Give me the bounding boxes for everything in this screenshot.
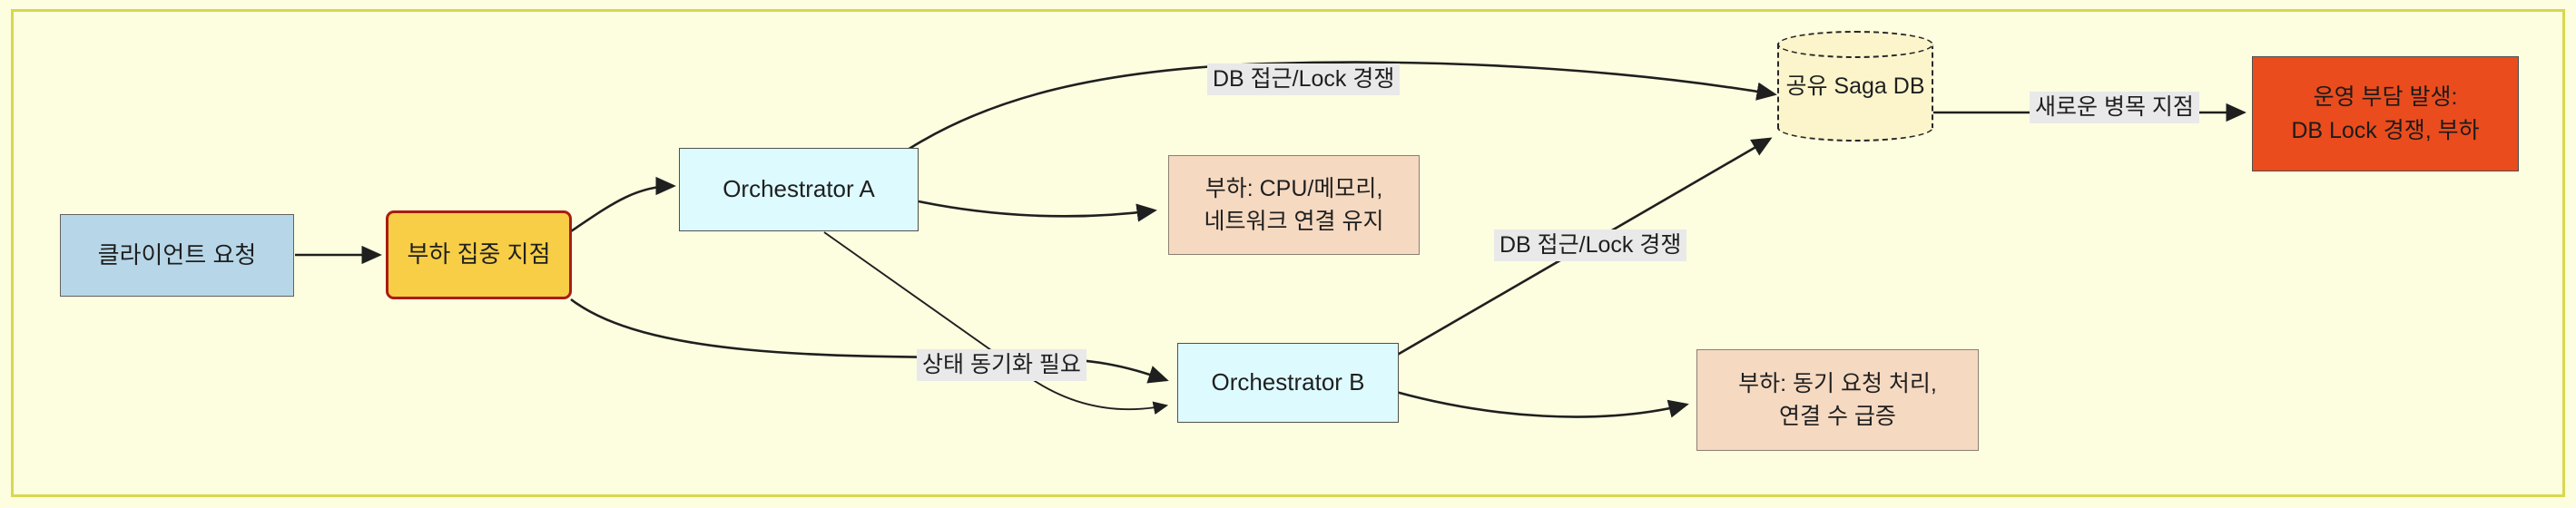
- note-orchestrator-a-load[interactable]: 부하: CPU/메모리, 네트워크 연결 유지: [1168, 155, 1420, 255]
- node-orchestrator-a-label: Orchestrator A: [723, 175, 875, 203]
- cylinder-top-ellipse: [1777, 31, 1933, 58]
- node-operational-burden-text: 운영 부담 발생: DB Lock 경쟁, 부하: [2291, 81, 2479, 147]
- note-a-line-2: 네트워크 연결 유지: [1204, 209, 1384, 234]
- cylinder-shape: [1777, 31, 1933, 142]
- edge-orchestrator-b-to-note-b: [1395, 390, 1689, 418]
- note-b-line-2: 연결 수 급증: [1779, 404, 1896, 429]
- edge-label-state-sync-required: 상태 동기화 필요: [917, 349, 1086, 382]
- node-load-hotspot-label: 부하 집중 지점: [407, 240, 551, 269]
- note-orchestrator-a-load-text: 부하: CPU/메모리, 네트워크 연결 유지: [1204, 172, 1384, 239]
- note-orchestrator-b-load[interactable]: 부하: 동기 요청 처리, 연결 수 급증: [1696, 349, 1979, 451]
- note-b-line-1: 부하: 동기 요청 처리,: [1738, 370, 1937, 396]
- node-orchestrator-a[interactable]: Orchestrator A: [679, 148, 919, 231]
- edge-orchestrator-a-to-note-a: [918, 200, 1157, 222]
- node-operational-burden[interactable]: 운영 부담 발생: DB Lock 경쟁, 부하: [2252, 56, 2519, 171]
- node-shared-saga-db[interactable]: 공유 Saga DB: [1777, 31, 1933, 142]
- edge-hotspot-to-orchestrator-a: [570, 176, 676, 233]
- node-client-request-label: 클라이언트 요청: [97, 240, 257, 269]
- note-orchestrator-b-load-text: 부하: 동기 요청 처리, 연결 수 급증: [1738, 367, 1937, 434]
- edge-label-new-bottleneck: 새로운 병목 지점: [2030, 92, 2199, 124]
- node-shared-saga-db-label: 공유 Saga DB: [1785, 73, 1925, 99]
- node-load-hotspot[interactable]: 부하 집중 지점: [386, 210, 572, 299]
- note-a-line-1: 부하: CPU/메모리,: [1204, 175, 1383, 201]
- danger-line-2: DB Lock 경쟁, 부하: [2291, 117, 2480, 143]
- node-client-request[interactable]: 클라이언트 요청: [60, 214, 294, 297]
- edge-label-db-access-lock-b: DB 접근/Lock 경쟁: [1494, 230, 1687, 262]
- edge-orchestrator-a-to-saga-db: [907, 61, 1777, 151]
- edge-label-db-access-lock-a: DB 접근/Lock 경쟁: [1207, 64, 1401, 96]
- edge-orchestrator-a-to-orchestrator-b: [823, 231, 1169, 415]
- node-orchestrator-b[interactable]: Orchestrator B: [1177, 343, 1399, 423]
- node-orchestrator-b-label: Orchestrator B: [1211, 368, 1365, 396]
- danger-line-1: 운영 부담 발생:: [2313, 84, 2458, 111]
